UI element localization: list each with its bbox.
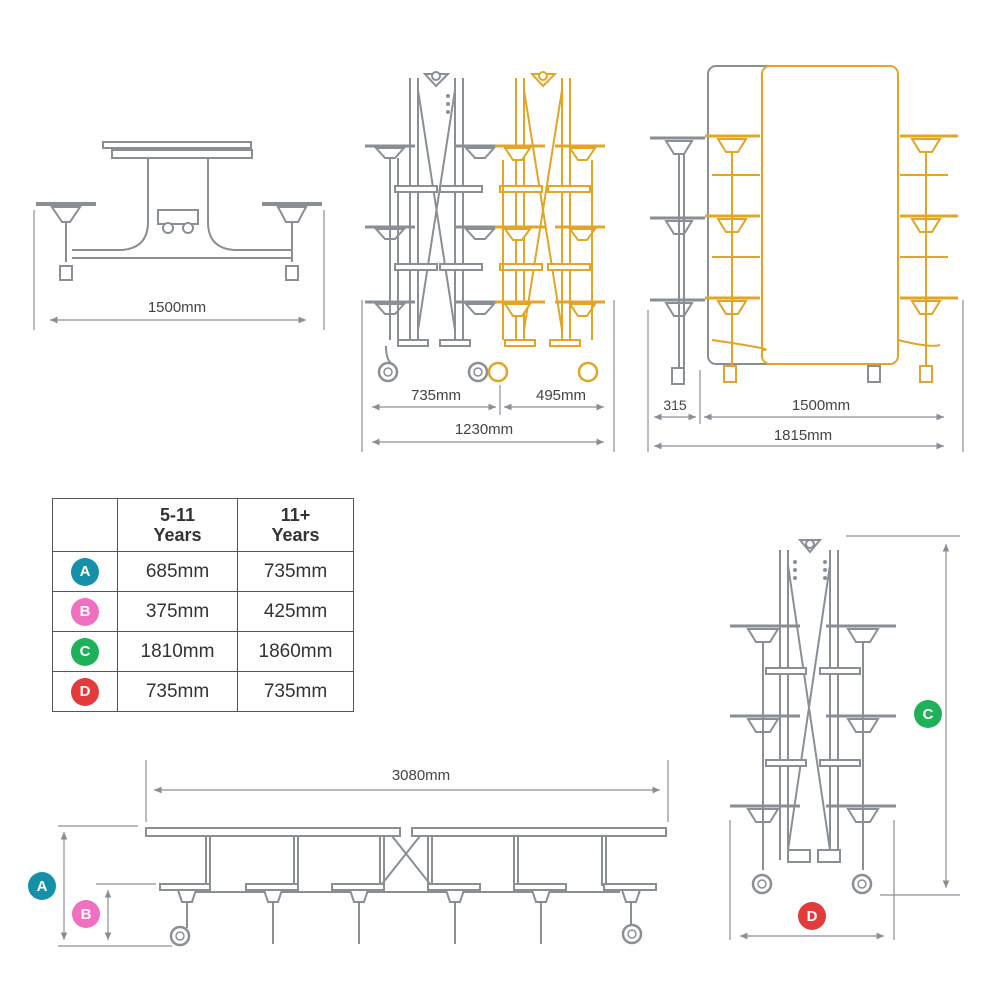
folded-total-label: 1230mm <box>455 421 513 438</box>
folded-front-view: 735mm 495mm 1230mm <box>361 71 615 452</box>
end-middle-label: 1500mm <box>792 397 850 414</box>
side-hinge-block <box>157 209 199 225</box>
svg-text:B: B <box>81 906 92 923</box>
side-frame-left <box>72 221 149 251</box>
svg-text:C: C <box>923 706 934 723</box>
side-seat-cup <box>50 206 82 223</box>
badge-b: B <box>72 900 100 928</box>
side-caster <box>59 265 73 281</box>
table-cell: 735mm <box>237 671 354 712</box>
table-cell: 375mm <box>117 591 238 632</box>
long-hinge-strut <box>391 835 431 885</box>
table-key-cell: B <box>52 591 118 632</box>
long-tabletop-left <box>145 827 401 837</box>
badge-c: C <box>914 700 942 728</box>
table-badge-a: A <box>71 557 99 586</box>
long-seats <box>159 883 657 944</box>
folded-height-view <box>729 535 960 940</box>
end-left-label: 315 <box>663 397 687 413</box>
table-row: B 375mm 425mm <box>52 591 354 632</box>
table-row: D 735mm 735mm <box>52 671 354 712</box>
table-badge-b: B <box>71 597 99 626</box>
table-badge-d: D <box>71 677 99 706</box>
svg-text:A: A <box>37 878 48 895</box>
table-header-5-11: 5-11 Years <box>117 498 238 552</box>
long-view: 3080mm <box>58 760 669 947</box>
table-key-cell: C <box>52 631 118 672</box>
end-total-label: 1815mm <box>774 427 832 444</box>
table-cell: 1860mm <box>237 631 354 672</box>
side-tabletop <box>102 141 252 149</box>
table-badge-c: C <box>71 637 99 666</box>
table-cell: 685mm <box>117 551 238 592</box>
svg-text:D: D <box>807 908 818 925</box>
folded-left-label: 735mm <box>411 387 461 404</box>
header-line: Years <box>271 525 320 545</box>
table-cell: 735mm <box>117 671 238 712</box>
end-yellow-seats <box>705 134 958 383</box>
table-row: A 685mm 735mm <box>52 551 354 592</box>
end-grey-seats <box>650 136 705 385</box>
table-header-11-plus: 11+ Years <box>237 498 354 552</box>
table-key-cell: A <box>52 551 118 592</box>
table-row: C 1810mm 1860mm <box>52 631 354 672</box>
folded-yellow-unit <box>487 71 605 383</box>
badge-a: A <box>28 872 56 900</box>
table-header-row: 5-11 Years 11+ Years <box>52 498 354 552</box>
long-legs <box>205 836 607 886</box>
side-seat-cup <box>276 206 308 223</box>
side-hinge-wheel <box>162 222 174 234</box>
side-apron <box>111 149 253 159</box>
table-key-cell: D <box>52 671 118 712</box>
sizes-table: 5-11 Years 11+ Years A 685mm 735mm B 375… <box>52 498 354 712</box>
end-front-panel <box>761 65 899 365</box>
long-length-label: 3080mm <box>392 767 450 784</box>
folded-grey-unit <box>363 71 507 383</box>
table-cell: 1810mm <box>117 631 238 672</box>
side-view: 1500mm <box>33 141 325 330</box>
end-caster <box>867 365 881 383</box>
table-header-empty <box>52 498 118 552</box>
header-line: 11+ <box>280 505 311 525</box>
side-caster <box>285 265 299 281</box>
table-cell: 425mm <box>237 591 354 632</box>
side-frame-right <box>207 221 292 251</box>
badge-d: D <box>798 902 826 930</box>
side-hinge-wheel <box>182 222 194 234</box>
table-cell: 735mm <box>237 551 354 592</box>
header-line: 5-11 <box>159 505 196 525</box>
folded-right-label: 495mm <box>536 387 586 404</box>
long-tabletop-right <box>411 827 667 837</box>
header-line: Years <box>153 525 202 545</box>
long-hinge-strut <box>381 835 421 885</box>
side-width-label: 1500mm <box>148 299 206 316</box>
end-view: 315 1500mm 1815mm <box>647 65 964 452</box>
